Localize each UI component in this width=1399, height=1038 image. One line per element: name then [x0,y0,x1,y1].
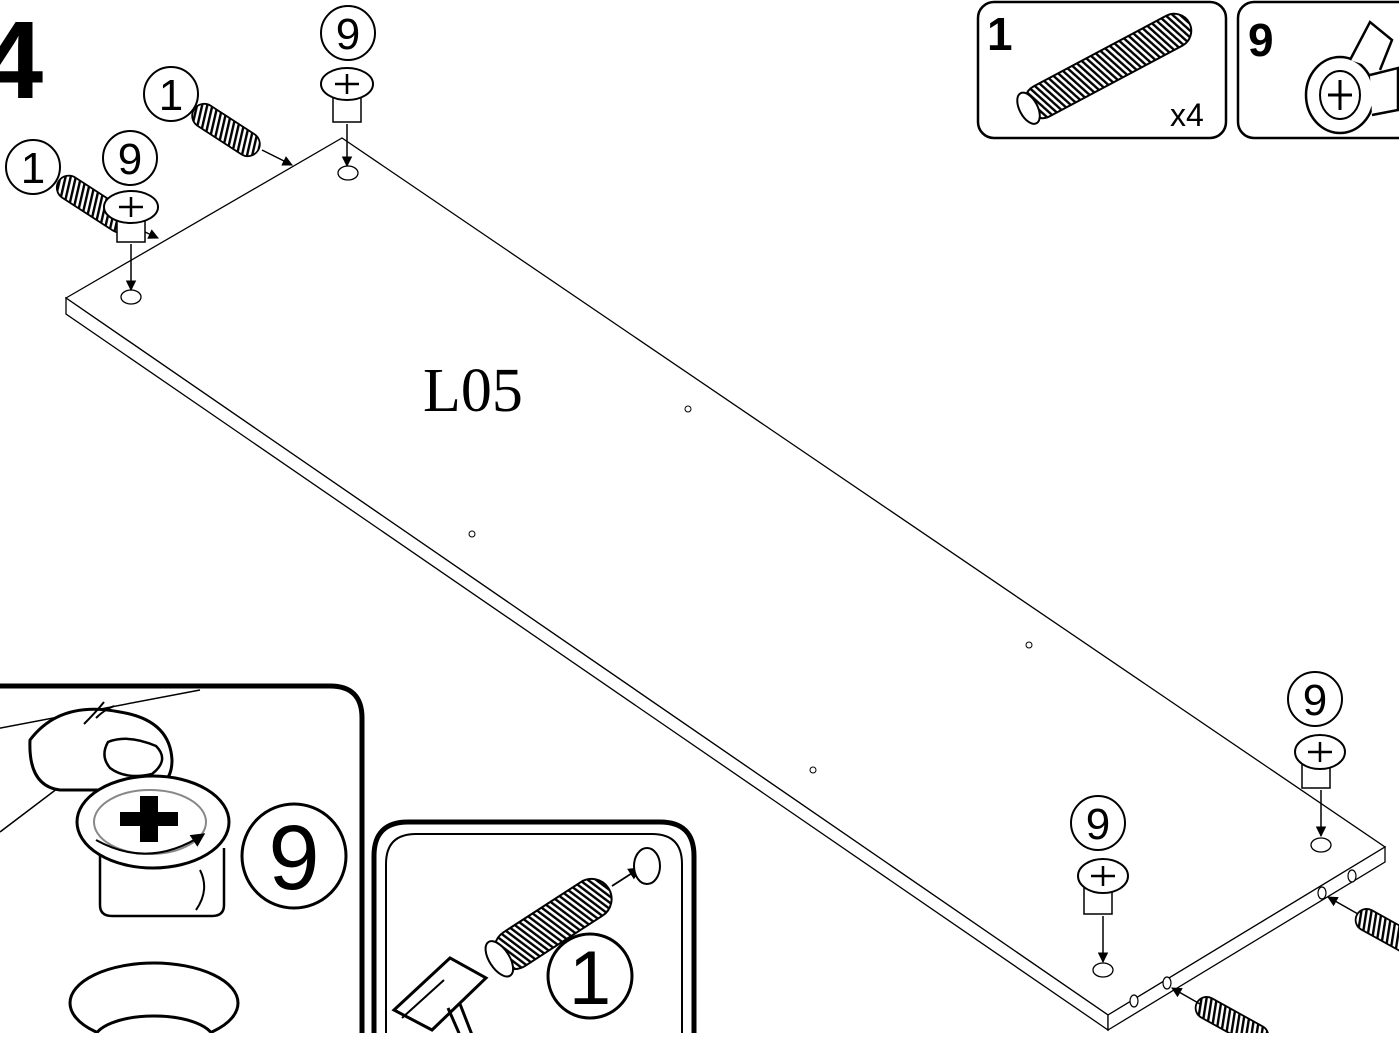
detail-cam-part-label: 9 [268,807,319,909]
edge-dowel-holes [1129,869,1357,1008]
part-card-dowel: 1 x4 [976,0,1228,140]
cam-lock-icon [103,190,159,243]
detail-dowel-part-label: 1 [569,936,611,1021]
dowel-icon [484,877,613,978]
cam-lock-icon [1294,734,1346,789]
cam-lock-icon [320,67,374,123]
part-card-cam: 9 [1236,0,1399,140]
panel-label: L05 [423,357,523,425]
panel-l05: L05 [64,137,1387,1032]
dowel-icon [1016,12,1193,125]
callout-cam-label: 9 [1086,800,1110,849]
detail-cam-insert: 9 [0,683,365,1038]
part-number-1: 1 [987,8,1013,60]
cam-callout-right: 9 [1287,671,1346,838]
cam-callout-top: 9 [320,5,376,168]
part-quantity-1: x4 [1170,97,1204,133]
step-number: 4 [0,0,43,122]
cam-lock-icon [1304,20,1399,135]
cam-lock-icon [1077,858,1129,915]
part-number-9: 9 [1248,14,1274,66]
callout-dowel-label: 1 [159,71,183,120]
dowel-icon [1194,996,1270,1038]
cam-lock-icon [75,774,231,918]
cam-callout-left: 9 [102,130,159,292]
parts-legend: 1 x4 9 [976,0,1399,140]
callout-cam-label: 9 [118,135,142,184]
shelf-pin-holes [468,405,1033,774]
detail-dowel-hammer: 1 [371,819,697,1038]
cam-callout-bottom: 9 [1070,795,1129,964]
callout-cam-label: 9 [1303,676,1327,725]
callout-dowel-label: 1 [21,144,45,193]
callout-cam-label: 9 [336,10,360,59]
dowel-callout-1: 1 [143,66,293,166]
finger-press-icon [28,701,174,792]
dowel-icon [1354,908,1399,960]
dowel-icon [191,102,261,158]
